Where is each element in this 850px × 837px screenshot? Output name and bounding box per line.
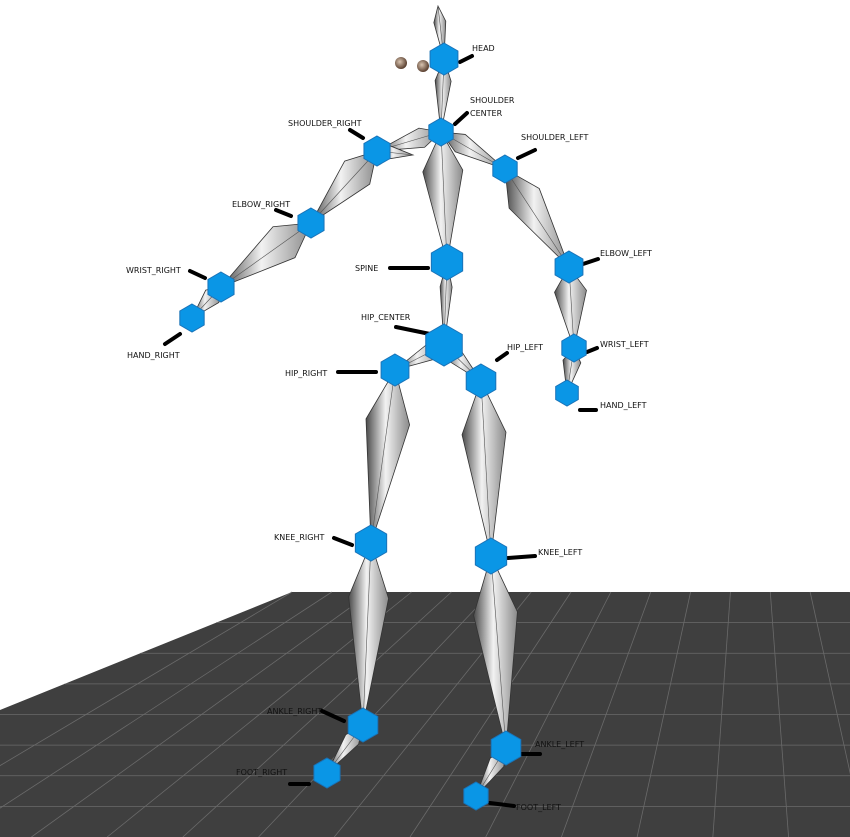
joint-ankle-left[interactable] [490,730,522,766]
bone-axis-shoulder-right-elbow-right [310,150,378,224]
joint-knee-left[interactable] [474,537,508,575]
bone-axis-shoulder-left-elbow-left [504,168,570,268]
label-hand-left: HAND_LEFT [600,401,647,410]
label-foot-right: FOOT_RIGHT [236,768,287,777]
leader-hand-right [163,332,182,346]
floor-line-v [769,591,789,837]
floor-line-v [485,591,612,837]
joint-wrist-right[interactable] [207,271,235,303]
leader-knee-right [332,536,354,547]
joint-elbow-right[interactable] [297,207,325,239]
label-ankle-right: ANKLE_RIGHT [267,707,322,716]
leader-hip-center [394,325,432,336]
label-head: HEAD [472,44,495,53]
joint-labels: HEAD SHOULDER CENTER SHOULDER_RIGHT SHOU… [126,44,652,812]
bone-axis-knee-right-ankle-right [362,542,372,726]
leader-foot-left [488,801,516,808]
bone-hip-left-knee-left [461,379,507,557]
joint-shoulder-left[interactable] [492,154,518,184]
floor-line-v [409,591,572,837]
joint-shoulder-right[interactable] [363,135,391,167]
label-shoulder-right: SHOULDER_RIGHT [288,119,362,128]
bone-axis-hip-right-knee-right [370,369,396,544]
joint-hip-center[interactable] [425,323,463,367]
leader-head [458,54,474,64]
label-shoulder-left: SHOULDER_LEFT [521,133,588,142]
leader-shoulder-center [453,111,469,126]
floor-grid [0,591,850,837]
label-leaders [163,54,600,808]
label-wrist-left: WRIST_LEFT [600,340,649,349]
label-knee-right: KNEE_RIGHT [274,533,324,542]
joint-elbow-left[interactable] [554,250,584,284]
leader-elbow-left [581,257,600,266]
skeleton-joints [179,42,587,811]
label-foot-left: FOOT_LEFT [516,803,561,812]
label-hip-center: HIP_CENTER [361,313,411,322]
label-shoulder-center-1: SHOULDER [470,96,515,105]
floor-line-v [182,591,452,837]
eye-markers [395,57,429,72]
floor-line-v [712,591,731,837]
label-ankle-left: ANKLE_LEFT [535,740,584,749]
leader-hip-left [495,351,509,362]
leader-knee-left [506,554,537,560]
label-knee-left: KNEE_LEFT [538,548,582,557]
label-elbow-right: ELBOW_RIGHT [232,200,290,209]
floor-line-v [0,591,293,767]
bone-axis-hip-left-knee-left [480,380,492,557]
joint-hip-left[interactable] [465,363,497,399]
bone-axis-shoulder-center-spine [440,131,448,263]
joint-hand-left[interactable] [555,379,579,407]
joint-ankle-right[interactable] [347,707,379,743]
floor-line-v [31,591,372,837]
joint-hand-right[interactable] [179,303,205,333]
joint-head[interactable] [429,42,459,76]
label-shoulder-center-2: CENTER [470,109,503,118]
floor-line-v [561,591,652,837]
bone-hip-right-knee-right [365,368,411,544]
floor-line-v [636,591,691,837]
floor-line-v [0,591,333,809]
bone-axis-knee-left-ankle-left [490,555,507,749]
leader-elbow-right [274,208,293,218]
leader-shoulder-right [348,128,365,140]
label-hip-right: HIP_RIGHT [285,369,327,378]
joint-wrist-left[interactable] [561,333,587,363]
leader-wrist-left [585,346,599,354]
floor-line-v [809,591,850,775]
joint-foot-right[interactable] [313,757,341,789]
label-hip-left: HIP_LEFT [507,343,543,352]
bone-axis-elbow-right-wrist-right [220,222,312,288]
joint-shoulder-center[interactable] [428,117,454,147]
label-elbow-left: ELBOW_LEFT [600,249,652,258]
label-spine: SPINE [355,264,378,273]
eye-right [395,57,407,69]
leader-shoulder-left [516,148,537,160]
label-hand-right: HAND_RIGHT [127,351,180,360]
eye-left [417,60,429,72]
leader-ankle-right [320,709,346,723]
leader-wrist-right [188,269,207,280]
joint-hip-right[interactable] [380,353,410,387]
joint-spine[interactable] [430,243,464,281]
joint-foot-left[interactable] [463,781,489,811]
label-wrist-right: WRIST_RIGHT [126,266,181,275]
joint-knee-right[interactable] [354,524,388,562]
